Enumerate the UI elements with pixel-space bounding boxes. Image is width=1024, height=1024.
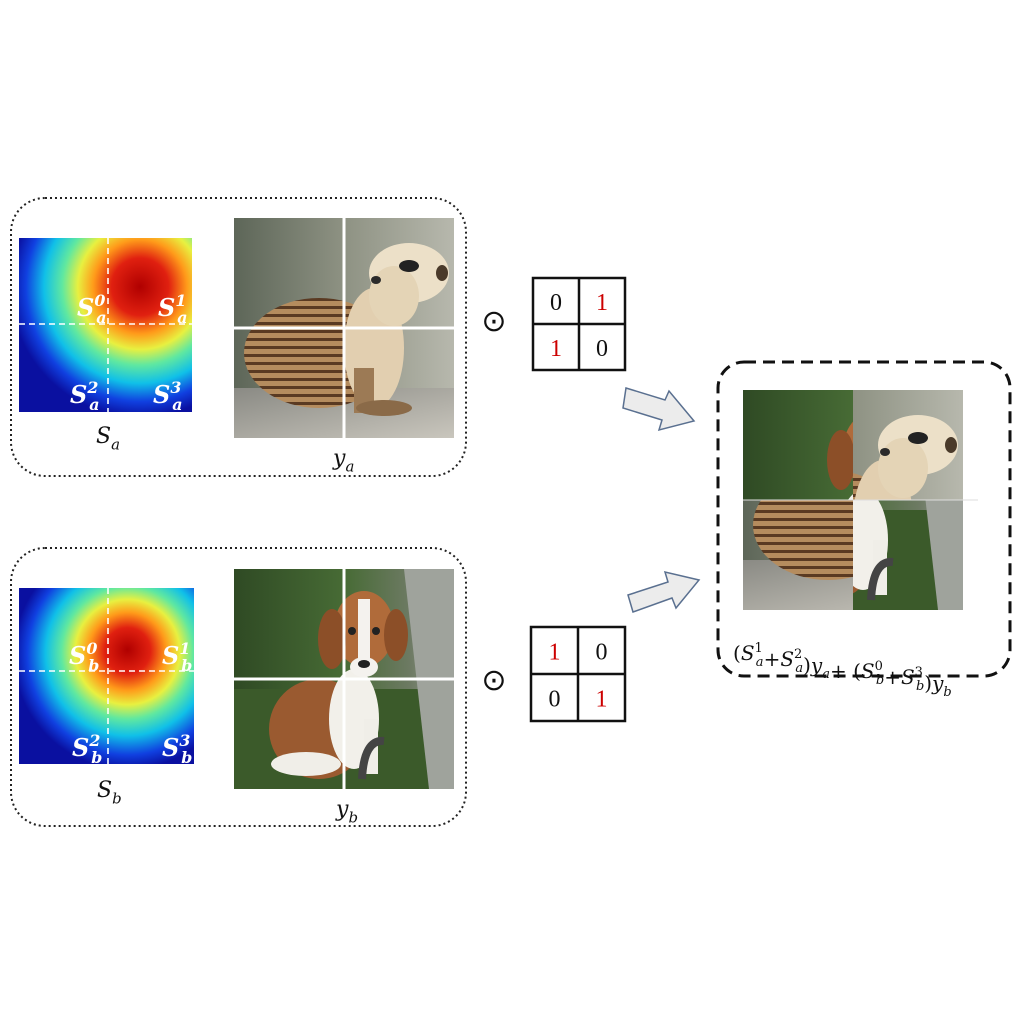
mask-cell: 0 — [596, 640, 608, 666]
heatmap-b — [19, 588, 194, 764]
heatmap-b-caption: Sb — [97, 778, 122, 808]
arrow-a-to-result — [622, 387, 696, 432]
mask-cell: 1 — [596, 290, 608, 316]
image-a-caption: ya — [332, 446, 354, 476]
caption-s-b: Sb — [97, 778, 122, 808]
hadamard-operator-a: ⊙ — [481, 304, 506, 339]
caption-y-b: yb — [335, 797, 358, 827]
mask-cell: 1 — [596, 687, 608, 713]
caption-y-a: ya — [332, 446, 354, 476]
mask-a-grid: 0 1 1 0 — [531, 276, 627, 372]
mask-b-grid: 1 0 0 1 — [529, 625, 627, 723]
image-b-dog — [234, 569, 454, 789]
hadamard-operator-b: ⊙ — [481, 663, 506, 698]
caption-s-a: Sa — [96, 424, 120, 454]
arrow-b-to-result — [627, 570, 701, 613]
image-a-meerkat — [234, 218, 454, 438]
mask-cell: 0 — [550, 290, 562, 316]
heatmap-a — [19, 238, 192, 412]
mask-cell: 1 — [550, 336, 562, 362]
image-b-caption: yb — [335, 797, 358, 827]
panel-a-frame — [10, 197, 467, 477]
mask-cell: 0 — [596, 336, 608, 362]
panel-b-frame — [10, 547, 467, 827]
heatmap-a-caption: Sa — [96, 424, 120, 454]
result-frame — [716, 360, 1012, 678]
mask-cell: 1 — [549, 640, 561, 666]
mask-cell: 0 — [549, 687, 561, 713]
mixed-image — [743, 390, 978, 610]
